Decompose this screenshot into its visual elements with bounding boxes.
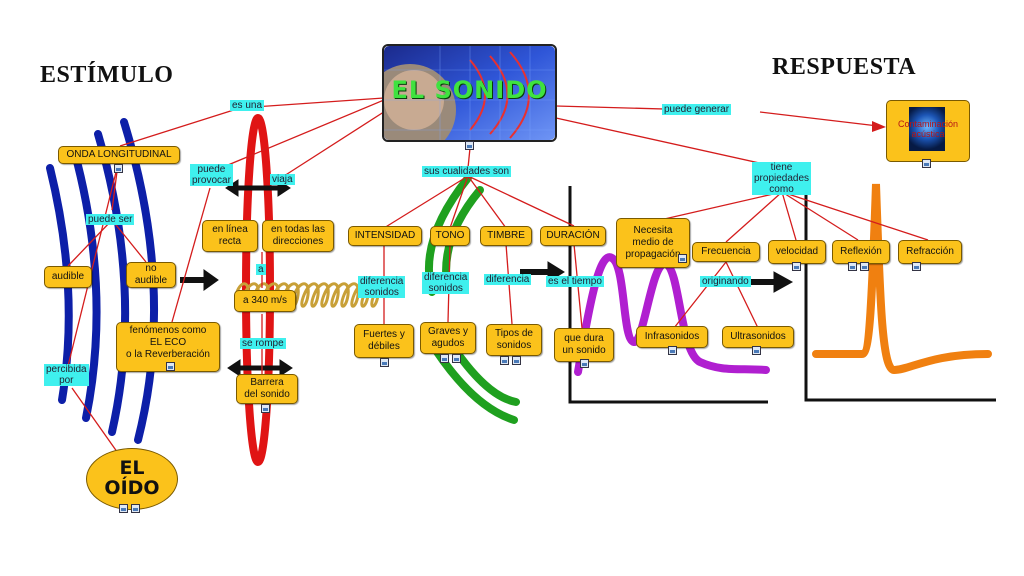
link-puede-provocar: puede provocar	[190, 164, 233, 186]
contaminacion-node[interactable]: Contaminación acústica	[886, 100, 970, 162]
image-icon[interactable]	[922, 159, 931, 168]
node-intensidad[interactable]: INTENSIDAD	[348, 226, 422, 246]
image-icon[interactable]	[261, 404, 270, 413]
ear-image	[909, 107, 945, 151]
link-diferencia-sonidos-2: diferencia sonidos	[422, 272, 470, 294]
document-icon[interactable]	[860, 262, 869, 271]
node-audible[interactable]: audible	[44, 266, 92, 288]
green-wave-arcs	[424, 174, 520, 424]
node-a-340[interactable]: a 340 m/s	[234, 290, 296, 312]
link-puede-ser: puede ser	[86, 214, 135, 225]
link-es-una: es una	[230, 100, 265, 111]
document-icon[interactable]	[131, 504, 140, 513]
title-text: EL SONIDO	[391, 76, 548, 104]
document-icon[interactable]	[512, 356, 521, 365]
image-icon[interactable]	[119, 504, 128, 513]
link-diferencia-sonidos-1: diferencia sonidos	[358, 276, 406, 298]
coil-spring	[234, 282, 382, 308]
document-icon[interactable]	[452, 354, 461, 363]
link-viaja: viaja	[270, 174, 295, 185]
stimulus-heading: ESTÍMULO	[40, 62, 174, 88]
node-refraccion[interactable]: Refracción	[898, 240, 962, 264]
link-se-rompe: se rompe	[240, 338, 286, 349]
node-tipos[interactable]: Tipos de sonidos	[486, 324, 542, 356]
image-icon[interactable]	[500, 356, 509, 365]
node-ultrasonidos[interactable]: Ultrasonidos	[722, 326, 794, 348]
link-diferencia: diferencia	[484, 274, 532, 285]
node-graves[interactable]: Graves y agudos	[420, 322, 476, 354]
image-icon[interactable]	[752, 346, 761, 355]
link-tiene-propiedades: tiene propiedades como	[752, 162, 812, 195]
image-icon[interactable]	[792, 262, 801, 271]
node-en-todas-direcciones[interactable]: en todas las direcciones	[262, 220, 334, 252]
oido-node[interactable]: EL OÍDO	[86, 448, 178, 510]
node-barrera[interactable]: Barrera del sonido	[236, 374, 298, 404]
image-icon[interactable]	[380, 358, 389, 367]
node-no-audible[interactable]: no audible	[126, 262, 176, 288]
node-que-dura[interactable]: que dura un sonido	[554, 328, 614, 362]
title-illustration	[384, 46, 555, 140]
node-duracion[interactable]: DURACIÓN	[540, 226, 606, 246]
node-fenomenos[interactable]: fenómenos como EL ECO o la Reverberación	[116, 322, 220, 372]
node-onda-longitudinal[interactable]: ONDA LONGITUDINAL	[58, 146, 180, 164]
image-icon[interactable]	[440, 354, 449, 363]
node-tono[interactable]: TONO	[430, 226, 470, 246]
link-a: a	[256, 264, 266, 275]
link-es-el-tiempo: es el tiempo	[546, 276, 604, 287]
node-en-linea-recta[interactable]: en línea recta	[202, 220, 258, 252]
image-icon[interactable]	[114, 164, 123, 173]
node-necesita[interactable]: Necesita medio de propagación	[616, 218, 690, 268]
node-fuertes[interactable]: Fuertes y débiles	[354, 324, 414, 358]
image-icon[interactable]	[678, 254, 687, 263]
image-icon[interactable]	[166, 362, 175, 371]
node-frecuencia[interactable]: Frecuencia	[692, 242, 760, 262]
link-originando: originando	[700, 276, 751, 287]
graph-purple	[568, 186, 770, 404]
response-heading: RESPUESTA	[772, 54, 917, 80]
node-infrasonidos[interactable]: Infrasonidos	[636, 326, 708, 348]
link-puede-generar: puede generar	[662, 104, 732, 115]
node-timbre[interactable]: TIMBRE	[480, 226, 532, 246]
link-percibida-por: percibida por	[44, 364, 89, 386]
node-velocidad[interactable]: velocidad	[768, 240, 826, 264]
node-reflexion[interactable]: Reflexión	[832, 240, 890, 264]
title-node[interactable]: EL SONIDO	[382, 44, 557, 142]
graph-orange	[804, 180, 996, 402]
image-icon[interactable]	[848, 262, 857, 271]
contaminacion-label: Contaminación acústica	[897, 119, 959, 139]
document-icon[interactable]	[465, 141, 474, 150]
image-icon[interactable]	[668, 346, 677, 355]
link-sus-cualidades: sus cualidades son	[422, 166, 512, 177]
image-icon[interactable]	[580, 359, 589, 368]
image-icon[interactable]	[912, 262, 921, 271]
